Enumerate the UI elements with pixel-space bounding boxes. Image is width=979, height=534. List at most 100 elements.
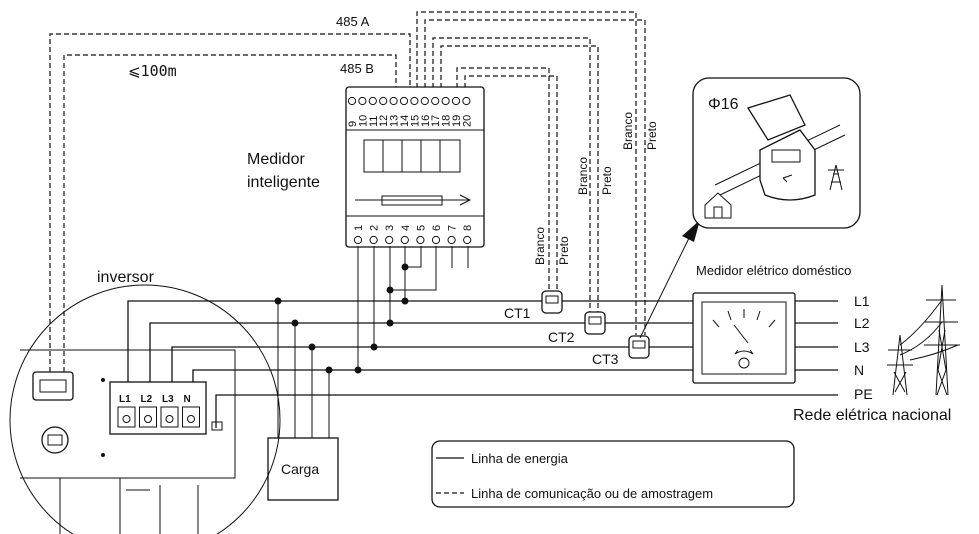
bottom-terminal-screws — [353, 235, 472, 245]
inverter-terminal-label: N — [184, 394, 191, 405]
detail-pointer-arrow-icon — [682, 220, 700, 242]
inverter-terminal-screw — [165, 415, 174, 423]
ct2-clamp-icon — [584, 311, 606, 335]
ct2-white-label: Branco — [576, 157, 590, 195]
top-terminal-screw — [431, 96, 440, 106]
inverter-terminal-slot — [160, 406, 179, 428]
ct1-clamp-icon — [541, 290, 563, 314]
inverter-terminal-slot — [182, 406, 200, 428]
inverter-terminal-slot — [139, 406, 157, 428]
top-terminal-number: 20 — [461, 115, 473, 127]
legend-comm-label: Linha de comunicação ou de amostragem — [471, 486, 713, 501]
power-line-l2 — [149, 322, 838, 395]
top-terminal-screw — [368, 96, 377, 106]
ct2-label: CT2 — [548, 329, 575, 345]
top-terminal-number: 12 — [378, 115, 390, 127]
top-terminal-number: 14 — [399, 115, 411, 127]
ct1-label: CT1 — [504, 305, 531, 321]
top-terminal-screws — [347, 96, 471, 106]
top-terminal-screw — [358, 96, 367, 106]
ct2-black-label: Preto — [600, 166, 614, 195]
inverter-terminal-screw — [122, 415, 131, 423]
inverter-terminal-label: L2 — [141, 394, 153, 405]
top-terminal-number: 10 — [357, 115, 369, 127]
meter-voltage-taps — [357, 246, 469, 370]
ac-terminal-block — [109, 381, 207, 435]
inverter-terminal-label: L1 — [119, 394, 131, 405]
top-terminal-number: 16 — [420, 115, 432, 127]
rs485-a-label: 485 A — [336, 14, 370, 29]
top-terminal-screw — [379, 96, 388, 106]
ct1-white-label: Branco — [533, 227, 547, 265]
top-terminal-number: 18 — [441, 115, 453, 127]
meter-display — [363, 139, 461, 173]
bottom-terminal-screw — [447, 235, 456, 245]
inverter-body — [20, 349, 236, 479]
household-meter-label: Medidor elétrico doméstico — [696, 263, 851, 278]
rs485-b-label: 485 B — [340, 61, 374, 76]
comm-port-icon — [32, 371, 74, 401]
top-terminal-screw — [462, 96, 471, 106]
top-terminal-screw — [451, 96, 461, 106]
junction-dots — [274, 263, 409, 374]
ct1-black-label: Preto — [557, 236, 571, 265]
power-line-l3 — [171, 346, 838, 395]
gauge-arrow-icon — [734, 349, 754, 355]
top-terminal-number: 13 — [389, 115, 401, 127]
bottom-terminal-number: 7 — [447, 225, 459, 231]
inverter-terminals: L1 L2 L3 N — [117, 394, 200, 428]
load-box — [267, 437, 339, 501]
legend: Linha de energia Linha de comunicação ou… — [431, 440, 795, 508]
ct3-white-label: Branco — [621, 112, 635, 150]
bottom-terminal-number: 5 — [415, 225, 427, 231]
top-terminal-screw — [347, 96, 357, 106]
detail-pointer-line — [639, 235, 691, 339]
bottom-terminal-screw — [400, 235, 409, 245]
ct-clamps — [541, 290, 650, 359]
top-terminal-number: 9 — [347, 121, 359, 127]
grid-tower-icon — [887, 284, 960, 396]
inverter: L1 L2 L3 N — [9, 284, 281, 534]
household-meter — [692, 292, 796, 384]
bottom-terminal-screw — [353, 235, 363, 245]
household-meter-face — [701, 301, 787, 375]
top-terminal-screw — [399, 96, 409, 106]
port-cap-icon — [41, 426, 69, 454]
line-label-n: N — [854, 362, 864, 378]
bottom-terminal-screw — [431, 235, 441, 245]
bottom-terminal-number: 6 — [431, 225, 443, 231]
top-terminal-screw — [420, 96, 429, 106]
rs485-b-line — [63, 54, 397, 372]
ct2-black-wire — [440, 45, 599, 312]
inverter-terminal-slot — [117, 406, 136, 428]
top-terminal-number: 17 — [430, 115, 442, 127]
top-terminal-number: 19 — [451, 115, 463, 127]
top-terminal-number: 11 — [368, 116, 380, 127]
top-terminal-screw — [410, 96, 419, 106]
inverter-terminal-label: L3 — [162, 394, 174, 405]
inverter-terminal-screw — [144, 415, 152, 423]
house-icon — [704, 192, 732, 219]
load-label: Carga — [281, 461, 319, 477]
line-label-l1: L1 — [854, 293, 870, 309]
bottom-terminal-number: 8 — [462, 225, 474, 231]
ct3-black-label: Preto — [645, 121, 659, 150]
bottom-terminal-number: 4 — [400, 225, 412, 231]
ct-diameter-label: Φ16 — [708, 96, 739, 113]
ct3-clamp-icon — [628, 335, 650, 359]
top-terminal-number: 15 — [409, 115, 421, 127]
bottom-terminal-screw — [416, 235, 425, 245]
bottom-terminal-screw — [369, 235, 378, 245]
ct1-black-wire — [464, 75, 558, 290]
rs485-a-line — [49, 33, 411, 372]
bottom-terminal-number: 2 — [369, 225, 381, 231]
inverter-terminal-screw — [187, 415, 195, 423]
meter-body — [345, 86, 485, 248]
ct3-white-wire — [416, 11, 637, 335]
power-line-l1 — [127, 300, 838, 395]
ct-wire-labels: Branco Preto Branco Preto Branco Preto — [533, 112, 659, 265]
